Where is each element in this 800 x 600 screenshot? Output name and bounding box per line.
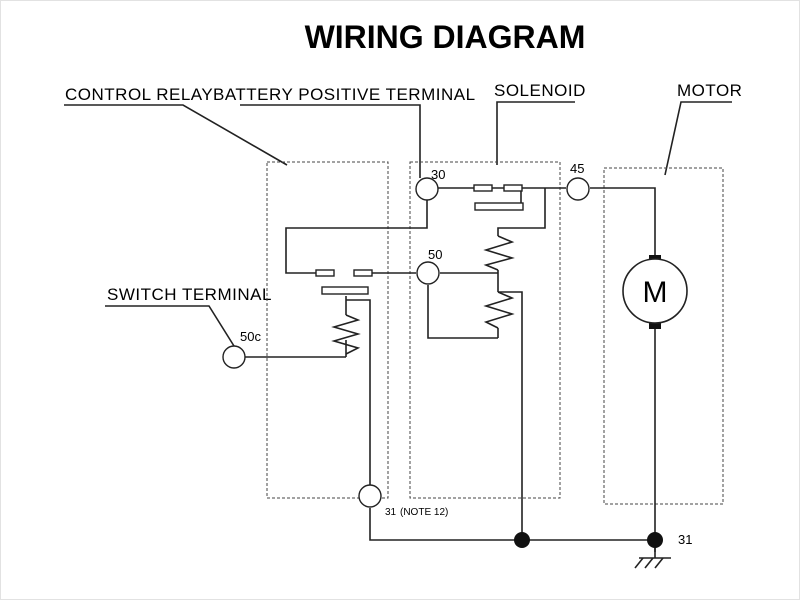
terminal-45: [566, 177, 590, 201]
motor-feed-wire: [590, 187, 656, 255]
solenoid-leader: [496, 101, 575, 165]
terminals: [222, 177, 590, 508]
terminal-31-ground-label: 31: [678, 532, 692, 547]
motor-brush-bottom: [649, 322, 661, 329]
terminal-30: [415, 177, 439, 201]
solenoid-plunger: [474, 202, 524, 211]
terminal-30-label: 30: [431, 167, 445, 182]
wiring: [245, 187, 656, 552]
terminal-31-relay-note: (NOTE 12): [400, 507, 448, 518]
motor-leader: [664, 101, 732, 176]
relay-contact-right: [353, 269, 373, 277]
ground-hatch-1: [634, 557, 644, 569]
terminal-45-label: 45: [570, 161, 584, 176]
motor-box: [603, 167, 724, 505]
relay-contacts: [315, 269, 373, 295]
relay-coil: [331, 314, 361, 355]
control-relay-box: [266, 161, 389, 499]
terminal-31-relay: [358, 484, 382, 508]
motor-label: MOTOR: [677, 81, 742, 100]
solenoid-contact-left: [473, 184, 493, 192]
terminal-50-down-wire: [427, 285, 498, 339]
diagram-title: WIRING DIAGRAM: [305, 19, 586, 55]
terminal-50c: [222, 345, 246, 369]
leader-lines: [64, 101, 732, 347]
relay-contact-left: [315, 269, 335, 277]
motor-armature-icon: [622, 258, 688, 324]
battery-terminal-leader: [240, 104, 421, 178]
solenoid-coil-feed: [497, 188, 546, 236]
control-relay-leader: [64, 104, 288, 166]
solenoid-label: SOLENOID: [494, 81, 586, 100]
switch-terminal-label: SWITCH TERMINAL: [107, 285, 272, 304]
relay-feed-wire: [285, 200, 428, 274]
solenoid-contact-right: [503, 184, 523, 192]
terminal-50-label: 50: [428, 247, 442, 262]
motor-symbol: M: [622, 255, 688, 329]
terminal-50c-label: 50c: [240, 329, 261, 344]
switch-terminal-leader: [105, 305, 235, 347]
control-relay-label: CONTROL RELAY: [65, 85, 213, 104]
solenoid-pull-in-coil: [483, 235, 515, 271]
junction-dot-motor: [647, 532, 663, 548]
solenoid-contacts: [473, 184, 524, 211]
relay-armature: [321, 286, 369, 295]
relay-coil-return-wire: [346, 299, 371, 485]
ground-hatch-3: [654, 557, 664, 569]
ground-symbol-icon: [634, 548, 671, 569]
motor-letter: M: [643, 276, 668, 309]
solenoid-hold-in-coil: [483, 291, 515, 329]
solenoid-return-wire: [498, 291, 523, 540]
ground-bus-wire: [369, 508, 655, 541]
solenoid-box: [409, 161, 561, 499]
terminal-50: [416, 261, 440, 285]
junction-dot-solenoid: [514, 532, 530, 548]
battery-positive-terminal-label: BATTERY POSITIVE TERMINAL: [213, 85, 476, 104]
terminal-31-relay-label: 31: [385, 507, 397, 518]
ground-hatch-2: [644, 557, 654, 569]
